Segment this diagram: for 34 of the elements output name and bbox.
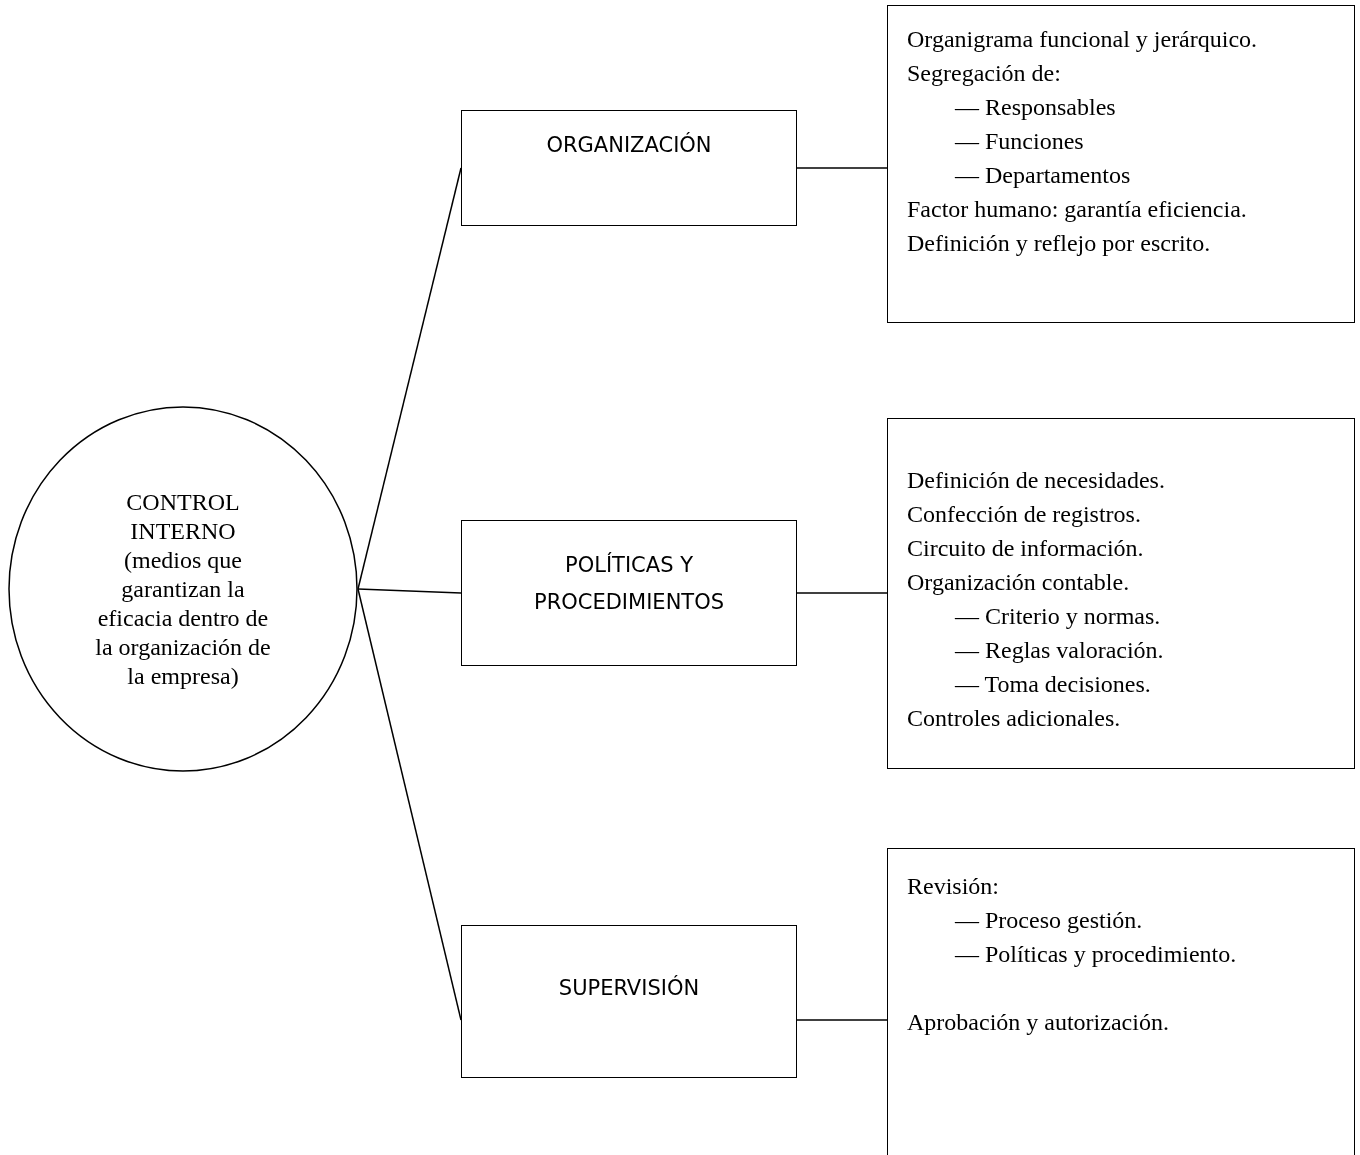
- text-line: Aprobación y autorización.: [907, 1008, 1169, 1037]
- connector-line: [357, 588, 462, 594]
- box-label: ORGANIZACIÓN: [546, 131, 712, 159]
- process-box: [461, 110, 797, 226]
- list-item: — Toma decisiones.: [955, 670, 1151, 699]
- text-line: Controles adicionales.: [907, 704, 1121, 733]
- list-item: — Políticas y procedimiento.: [955, 940, 1237, 969]
- text-line: Confección de registros.: [907, 500, 1141, 529]
- node-title: CONTROL INTERNO: [125, 487, 241, 546]
- box-label: POLÍTICAS Y PROCEDIMIENTOS: [532, 551, 726, 616]
- process-box: [461, 925, 797, 1078]
- text-line: Organización contable.: [907, 568, 1130, 597]
- list-item: — Reglas valoración.: [955, 636, 1164, 665]
- list-item: — Departamentos: [955, 161, 1131, 190]
- text-line: Definición de necesidades.: [907, 466, 1165, 495]
- text-box: [887, 5, 1355, 323]
- text-line: Factor humano: garantía eficiencia.: [907, 195, 1247, 224]
- connector-line: [796, 1019, 888, 1021]
- connector-line: [796, 167, 888, 169]
- text-line: Definición y reflejo por escrito.: [907, 229, 1211, 258]
- connector-line: [796, 592, 888, 594]
- process-box: [461, 520, 797, 666]
- text-line: Organigrama funcional y jerárquico.: [907, 25, 1258, 54]
- list-item: — Criterio y normas.: [955, 602, 1161, 631]
- list-item: — Proceso gestión.: [955, 906, 1143, 935]
- list-item: — Funciones: [955, 127, 1084, 156]
- text-line: Revisión:: [907, 872, 999, 901]
- text-box: [887, 418, 1355, 769]
- text-box: [887, 848, 1355, 1155]
- text-line: Circuito de información.: [907, 534, 1144, 563]
- node-description: (medios que garantizan la eficacia dentro de la organización de la empresa): [94, 545, 272, 691]
- list-item: — Responsables: [955, 93, 1116, 122]
- text-line: Segregación de:: [907, 59, 1061, 88]
- box-label: SUPERVISIÓN: [558, 974, 700, 1002]
